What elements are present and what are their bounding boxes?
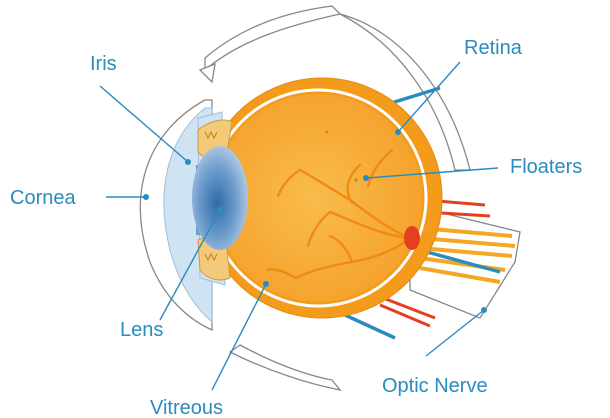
label-lens: Lens [120, 319, 163, 341]
lens [192, 146, 248, 250]
label-iris: Iris [90, 53, 117, 75]
label-retina: Retina [464, 37, 523, 59]
label-optic-nerve: Optic Nerve [382, 375, 488, 397]
label-floaters: Floaters [510, 156, 582, 178]
label-cornea: Cornea [10, 187, 76, 209]
optic-disc [404, 226, 420, 250]
label-vitreous: Vitreous [150, 397, 223, 418]
